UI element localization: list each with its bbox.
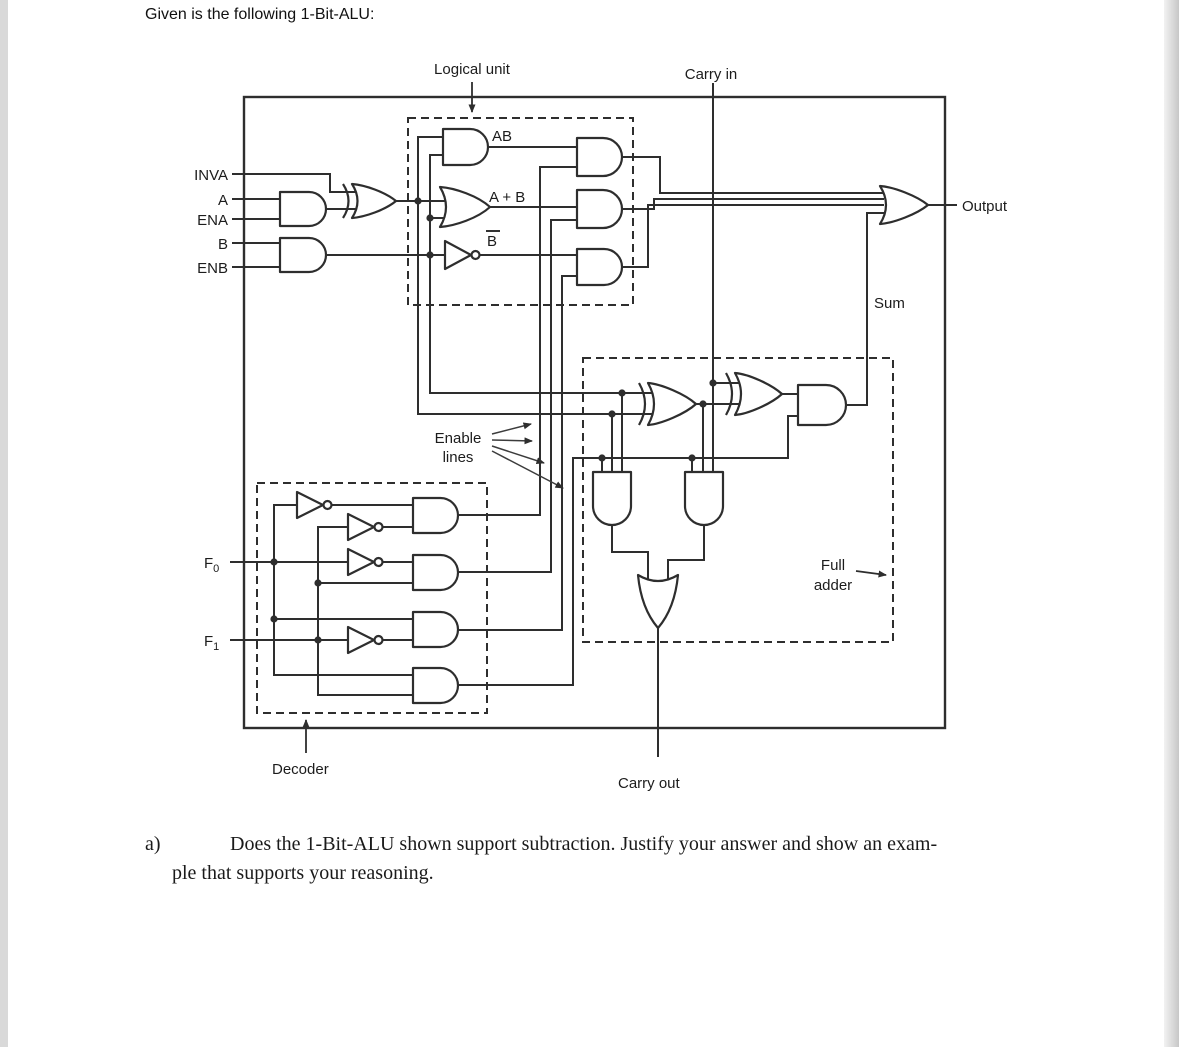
and-gate-carry2 xyxy=(683,470,725,527)
page-edge-strip-left xyxy=(0,0,8,1047)
f1-main: F xyxy=(204,633,213,650)
xor-gate-fa2 xyxy=(733,371,784,417)
xor-gate-fa1-arc xyxy=(638,382,647,426)
input-label-b: B xyxy=(218,236,228,253)
not-gate-f0b xyxy=(346,547,376,577)
logical-unit-box xyxy=(407,117,634,306)
question-text-line2: ple that supports your reasoning. xyxy=(172,862,434,884)
enable-lines-arrow-2 xyxy=(491,437,533,445)
input-label-inva: INVA xyxy=(194,167,228,184)
not-gate-f0-bubble xyxy=(322,499,333,511)
full-adder-label-2: adder xyxy=(814,577,852,594)
logical-unit-label: Logical unit xyxy=(434,61,511,78)
wire-enable1 xyxy=(458,219,577,573)
output-label: Output xyxy=(962,198,1008,215)
question-text-line1: Does the 1-Bit-ALU shown support subtrac… xyxy=(230,833,938,855)
enable-lines-arrow-4 xyxy=(491,450,564,489)
full-adder-label-1: Full xyxy=(821,557,845,574)
decoder-label: Decoder xyxy=(272,761,329,778)
wire-enable3 xyxy=(458,415,800,686)
not-gate-f1-bubble xyxy=(373,521,384,533)
circuit-gates xyxy=(278,127,930,705)
wire-sum xyxy=(846,212,884,406)
annotation-arrows xyxy=(302,82,887,753)
wire-andd2-out xyxy=(667,525,705,585)
full-adder-box xyxy=(582,357,894,643)
and-gate-enable-bnot xyxy=(575,247,624,287)
input-label-ena: ENA xyxy=(197,212,228,229)
full-adder-arrow xyxy=(855,570,887,578)
wire-bus3 xyxy=(622,204,884,268)
wire-a-riser xyxy=(417,136,665,415)
not-gate-f1 xyxy=(346,512,376,542)
not-gate-b xyxy=(443,239,473,271)
not-gate-f1b-bubble xyxy=(373,634,384,646)
input-label-f0: F0 xyxy=(204,555,219,575)
input-label-f1: F1 xyxy=(204,633,219,653)
not-gate-f0 xyxy=(295,490,325,520)
and-gate-decode2 xyxy=(411,610,460,649)
xor-gate-inva-arc xyxy=(342,183,350,219)
and-gate-enable-aorb xyxy=(575,188,624,230)
ab-label: AB xyxy=(492,128,512,145)
f1-subscript: 1 xyxy=(213,641,219,653)
xor-gate-fa1 xyxy=(646,381,698,427)
or-gate-a-plus-b xyxy=(438,185,492,229)
circuit-wires xyxy=(230,83,957,757)
diagram-labels: Logical unit Carry in Output Sum Enable … xyxy=(194,61,1008,792)
and-gate-sum-enable xyxy=(796,383,848,427)
and-gate-a-ena xyxy=(278,190,328,228)
and-gate-ab xyxy=(441,127,490,167)
input-label-enb: ENB xyxy=(197,260,228,277)
wire-enable2 xyxy=(458,275,577,631)
enable-lines-label-1: Enable xyxy=(435,430,482,447)
sum-label: Sum xyxy=(874,295,905,312)
carry-out-label: Carry out xyxy=(618,775,681,792)
enable-lines-arrow-3 xyxy=(491,445,545,464)
and-gate-decode0 xyxy=(411,496,460,535)
page-title: Given is the following 1-Bit-ALU: xyxy=(145,6,375,23)
or-gate-output xyxy=(878,184,930,226)
alu-outer-box xyxy=(242,95,947,730)
enable-lines-label-2: lines xyxy=(443,449,474,466)
a-plus-b-label: A + B xyxy=(489,189,525,206)
wire-bus1 xyxy=(622,156,884,194)
and-gate-enable-ab xyxy=(575,136,624,178)
not-gate-f0b-bubble xyxy=(373,556,384,568)
decoder-box xyxy=(256,482,488,714)
wire-f1-riser xyxy=(317,526,413,696)
wire-b-riser xyxy=(429,154,665,394)
wire-enable0 xyxy=(458,166,577,516)
xor-gate-inva xyxy=(350,182,398,220)
b-bar-label: B xyxy=(487,233,497,250)
carry-in-label: Carry in xyxy=(685,66,738,83)
and-gate-b-enb xyxy=(278,236,328,274)
not-gate-b-bubble xyxy=(470,249,481,261)
wire-andd1-out xyxy=(611,525,649,585)
junction-dots xyxy=(270,197,717,644)
wire-f0-riser xyxy=(273,504,413,676)
wire-inva xyxy=(232,173,356,193)
and-gate-decode3 xyxy=(411,666,460,705)
question-item-marker: a) xyxy=(145,833,161,855)
input-label-a: A xyxy=(218,192,228,209)
f0-subscript: 0 xyxy=(213,563,219,575)
xor-gate-fa2-arc xyxy=(725,372,734,416)
not-gate-f1b xyxy=(346,625,376,655)
and-gate-carry1 xyxy=(591,470,633,527)
enable-lines-arrow-1 xyxy=(491,422,532,435)
or-gate-carry-out xyxy=(636,573,680,630)
and-gate-decode1 xyxy=(411,553,460,592)
f0-main: F xyxy=(204,555,213,572)
page-edge-strip-right xyxy=(1164,0,1179,1047)
